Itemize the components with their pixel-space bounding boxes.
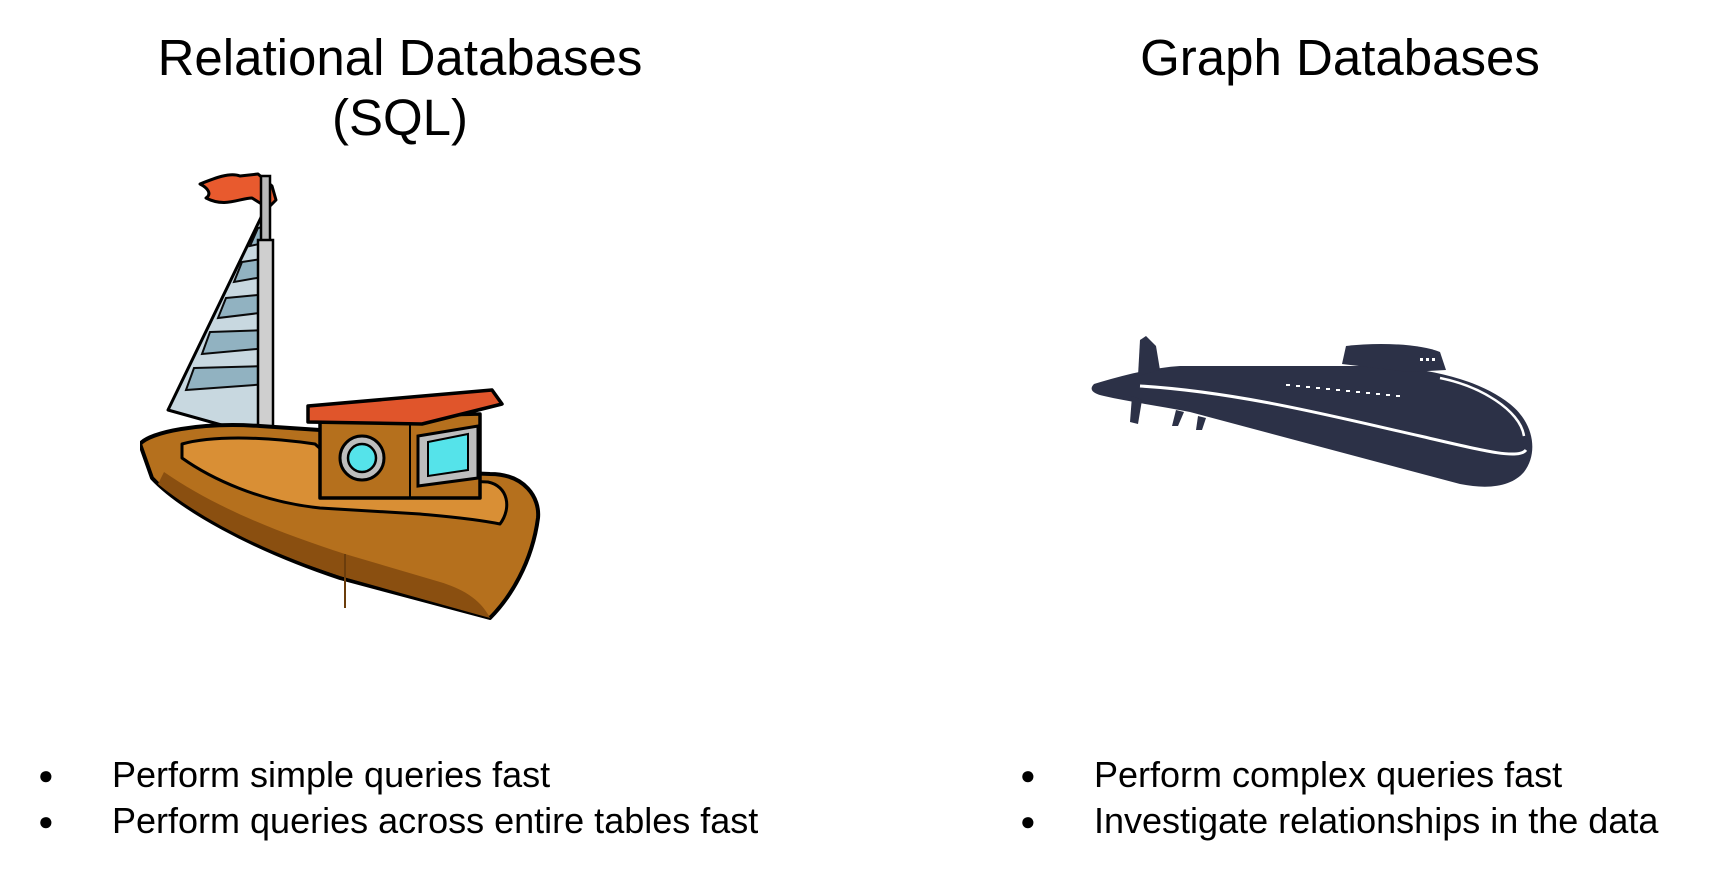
list-item: ● Investigate relationships in the data (1020, 798, 1658, 844)
bullet-dot: ● (38, 806, 54, 836)
list-item: ● Perform simple queries fast (38, 752, 758, 798)
relational-title: Relational Databases (SQL) (40, 28, 760, 148)
sailboat-icon (140, 172, 541, 620)
relational-column: Relational Databases (SQL) (38, 28, 760, 844)
relational-title-line-2: (SQL) (331, 89, 469, 146)
list-item: ● Perform queries across entire tables f… (38, 798, 758, 844)
bullet-dot: ● (38, 760, 54, 790)
graph-title: Graph Databases (1040, 28, 1640, 88)
relational-bullet-list: ● Perform simple queries fast ● Perform … (38, 752, 758, 844)
bullet-dot: ● (1020, 760, 1036, 790)
bullet-text: Perform queries across entire tables fas… (112, 800, 759, 841)
submarine-icon (1091, 336, 1533, 487)
bullet-text: Perform complex queries fast (1094, 754, 1563, 795)
bullet-dot: ● (1020, 806, 1036, 836)
bullet-text: Perform simple queries fast (112, 754, 551, 795)
graph-title-line-1: Graph Databases (1140, 29, 1540, 86)
graph-bullet-list: ● Perform complex queries fast ● Investi… (1020, 752, 1658, 844)
list-item: ● Perform complex queries fast (1020, 752, 1658, 798)
bullet-text: Investigate relationships in the data (1094, 800, 1659, 841)
graph-column: Graph Databases (880, 0, 1726, 880)
relational-title-line-1: Relational Databases (157, 29, 643, 86)
